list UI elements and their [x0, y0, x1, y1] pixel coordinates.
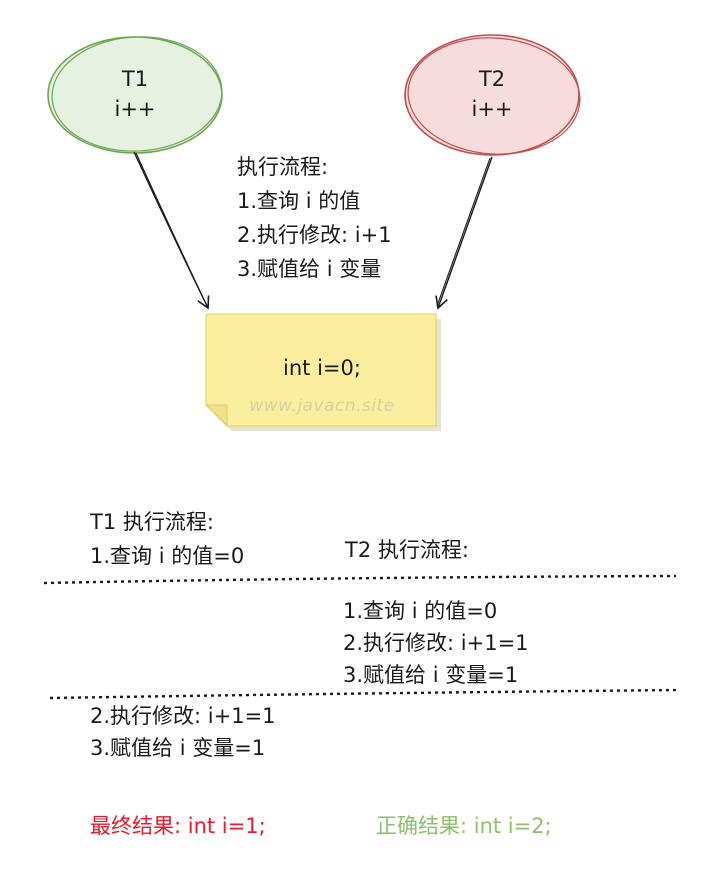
timeline-separator-1 [43, 574, 677, 585]
timeline-t2-step: 1.查询 i 的值=0 [343, 599, 498, 623]
flow-description: 执行流程: 1.查询 i 的值 2.执行修改: i+1 3.赋值给 i 变量 [237, 150, 392, 286]
shared-variable-note [204, 313, 441, 431]
final-result-wrong: 最终结果: int i=1; [90, 814, 266, 838]
flow-step: 3.赋值给 i 变量 [237, 257, 382, 281]
timeline-t1-step: 1.查询 i 的值=0 [90, 544, 245, 568]
timeline-t1-step: 2.执行修改: i+1=1 [90, 704, 276, 728]
timeline-t1-step: 3.赋值给 i 变量=1 [90, 736, 266, 760]
timeline-t1-start: T1 执行流程: 1.查询 i 的值=0 [90, 505, 244, 573]
timeline-t1-title: T1 执行流程: [90, 510, 214, 534]
flow-title: 执行流程: [237, 155, 329, 179]
timeline-t2-steps: 1.查询 i 的值=0 2.执行修改: i+1=1 3.赋值给 i 变量=1 [343, 595, 529, 691]
timeline-t2-title: T2 执行流程: [345, 538, 469, 562]
watermark: www.javacn.site [249, 396, 395, 416]
thread-t1-name: T1 [121, 67, 149, 91]
thread-t1-op: i++ [114, 97, 156, 121]
arrow-t2-to-variable [435, 156, 493, 310]
thread-t1-label: T1 i++ [75, 64, 195, 124]
thread-t2-node [404, 34, 581, 156]
flow-step: 2.执行修改: i+1 [237, 223, 392, 247]
variable-declaration: int i=0; [283, 356, 361, 380]
thread-t2-name: T2 [478, 67, 506, 91]
arrow-t1-to-variable [133, 151, 210, 310]
timeline-t1-end: 2.执行修改: i+1=1 3.赋值给 i 变量=1 [90, 700, 276, 764]
thread-t2-op: i++ [471, 97, 513, 121]
flow-step: 1.查询 i 的值 [237, 189, 361, 213]
timeline-t2-step: 2.执行修改: i+1=1 [343, 631, 529, 655]
thread-t1-node [47, 36, 223, 154]
timeline-t2-step: 3.赋值给 i 变量=1 [343, 663, 519, 687]
final-result-correct: 正确结果: int i=2; [376, 814, 552, 838]
timeline-separator-2 [49, 688, 681, 700]
thread-t2-label: T2 i++ [432, 64, 552, 124]
